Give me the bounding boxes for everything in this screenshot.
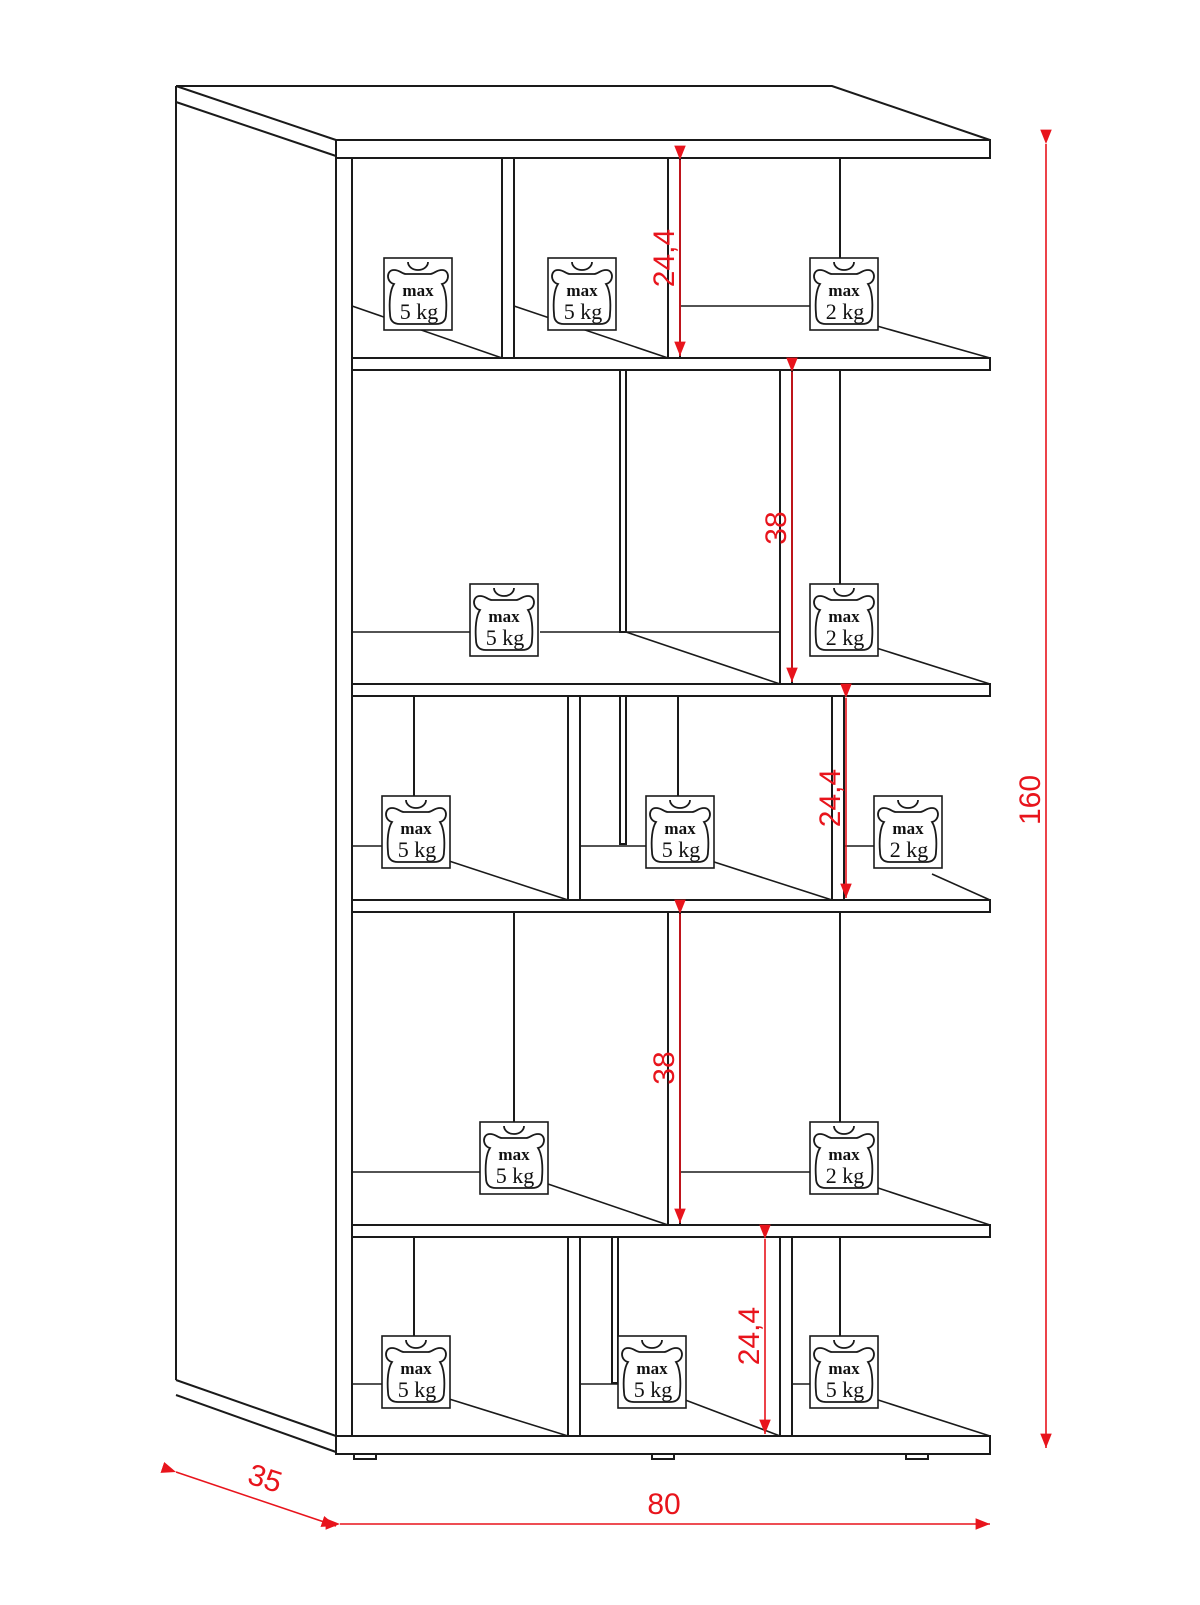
load-value-label: 5 kg <box>496 1163 535 1188</box>
bottom-board <box>335 1435 991 1455</box>
shelf-unit-outline <box>175 85 991 1460</box>
load-value-label: 5 kg <box>564 299 603 324</box>
side-panel-bottom <box>175 1379 337 1437</box>
load-max-label: max <box>566 281 598 300</box>
load-max-label: max <box>828 1145 860 1164</box>
divider-r2-a <box>619 369 627 633</box>
load-max-label: max <box>488 607 520 626</box>
side-panel-inner-top <box>175 101 337 157</box>
compartment-height-label: 24,4 <box>733 1307 766 1365</box>
load-value-label: 2 kg <box>826 1163 865 1188</box>
width-label: 80 <box>647 1488 680 1521</box>
load-value-label: 5 kg <box>400 299 439 324</box>
foot-middle <box>651 1453 675 1460</box>
load-value-label: 2 kg <box>826 625 865 650</box>
depth-dimension-line <box>160 1461 337 1527</box>
load-max-label: max <box>498 1145 530 1164</box>
compartment-height-label: 38 <box>760 511 793 544</box>
load-max-label: max <box>828 1359 860 1378</box>
load-max-label: max <box>828 281 860 300</box>
top-board <box>335 139 991 159</box>
divider-r5-c <box>779 1236 793 1437</box>
side-panel-top-join <box>175 85 337 141</box>
side-panel-bottom-inner <box>175 1394 337 1453</box>
shelf-4 <box>351 1224 991 1238</box>
compartment-height-label: 24,4 <box>648 229 681 287</box>
shelf-2 <box>351 683 991 697</box>
load-max-label: max <box>664 819 696 838</box>
depth-label: 35 <box>244 1458 286 1500</box>
shelf-3 <box>351 899 991 913</box>
dimension-lines: 160 80 35 24,4 38 24,4 38 24,4 <box>160 129 1052 1530</box>
side-panel-top-edge <box>176 85 991 141</box>
load-max-label: max <box>892 819 924 838</box>
load-value-label: 5 kg <box>662 837 701 862</box>
compartment-height-label: 38 <box>648 1051 681 1084</box>
load-max-label: max <box>828 607 860 626</box>
load-value-label: 5 kg <box>826 1377 865 1402</box>
load-max-label: max <box>400 1359 432 1378</box>
foot-left <box>353 1453 377 1460</box>
divider-r3-a <box>567 695 581 901</box>
load-max-label: max <box>400 819 432 838</box>
divider-r5-a <box>567 1236 581 1437</box>
load-value-label: 5 kg <box>486 625 525 650</box>
foot-right <box>905 1453 929 1460</box>
divider-r3-b <box>619 695 627 845</box>
load-value-label: 5 kg <box>398 1377 437 1402</box>
load-value-label: 2 kg <box>890 837 929 862</box>
compartment-height-label: 24,4 <box>814 769 847 827</box>
divider-r1-a <box>501 157 515 359</box>
load-max-label: max <box>636 1359 668 1378</box>
divider-r5-b <box>611 1236 619 1384</box>
load-value-label: 2 kg <box>826 299 865 324</box>
height-label: 160 <box>1014 775 1047 825</box>
load-value-label: 5 kg <box>398 837 437 862</box>
load-max-label: max <box>402 281 434 300</box>
load-value-label: 5 kg <box>634 1377 673 1402</box>
shelf-1 <box>351 357 991 371</box>
